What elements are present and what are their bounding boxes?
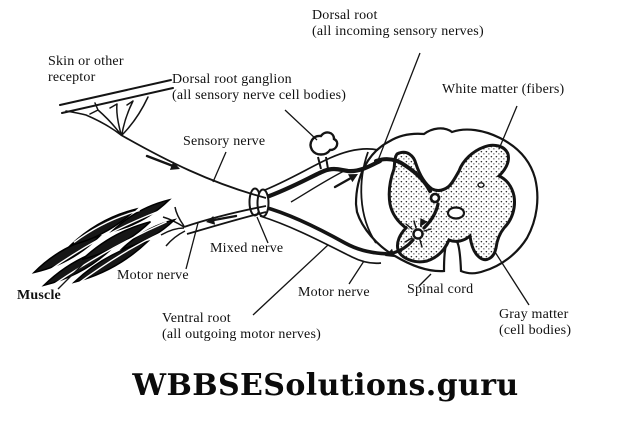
leader-dorsal-root	[376, 52, 421, 164]
motor-neuron-soma	[404, 220, 432, 248]
label-motor-nerve-right: Motor nerve	[298, 285, 370, 300]
leader-ventral-root	[252, 244, 329, 316]
leader-motor-nerve-left	[185, 222, 199, 270]
label-white-matter: White matter (fibers)	[442, 82, 565, 97]
dorsal-root-band	[261, 158, 383, 201]
label-motor-nerve-left: Motor nerve	[117, 268, 189, 283]
interneuron-arrow	[420, 218, 428, 227]
skin-receptor-drawing	[59, 79, 174, 136]
watermark-text: WBBSESolutions.guru	[132, 368, 519, 403]
synapse-knot	[429, 192, 441, 204]
ventral-root-band	[262, 205, 395, 258]
dorsal-direction-arrow	[333, 174, 358, 189]
leader-spinal-cord	[418, 273, 432, 287]
central-canal	[446, 206, 466, 220]
leader-motor-nerve-right	[348, 260, 365, 285]
label-skin-receptor: Skin or other receptor	[48, 54, 124, 85]
label-spinal-cord: Spinal cord	[407, 282, 474, 297]
leader-mixed-nerve	[256, 216, 269, 244]
leader-sensory-nerve	[212, 151, 227, 183]
label-dorsal-root: Dorsal root (all incoming sensory nerves…	[312, 8, 484, 39]
leader-muscle	[57, 262, 85, 290]
spinal-cord-outline	[354, 127, 539, 275]
ventral-exit-arrow	[385, 248, 395, 258]
label-ventral-root: Ventral root (all outgoing motor nerves)	[162, 311, 321, 342]
sensory-nerve-line	[120, 134, 267, 199]
label-sensory-nerve: Sensory nerve	[183, 134, 266, 149]
sensory-direction-arrow	[145, 154, 180, 170]
small-fiber-dot	[477, 182, 485, 188]
root-attachment-arc	[360, 151, 377, 244]
muscle-drawing	[31, 198, 178, 287]
root-sheath-outlines	[259, 148, 382, 265]
leader-white-matter	[498, 105, 518, 150]
leader-lines	[57, 52, 530, 316]
label-mixed-nerve: Mixed nerve	[210, 241, 284, 256]
reflex-pathway-in-cord	[374, 157, 441, 255]
label-muscle: Muscle	[17, 288, 61, 303]
motor-direction-arrow	[206, 214, 238, 225]
label-gray-matter: Gray matter (cell bodies)	[499, 307, 572, 338]
leader-dorsal-root-ganglion	[284, 109, 318, 141]
leader-gray-matter	[494, 251, 530, 306]
label-dorsal-root-ganglion: Dorsal root ganglion (all sensory nerve …	[172, 72, 347, 103]
